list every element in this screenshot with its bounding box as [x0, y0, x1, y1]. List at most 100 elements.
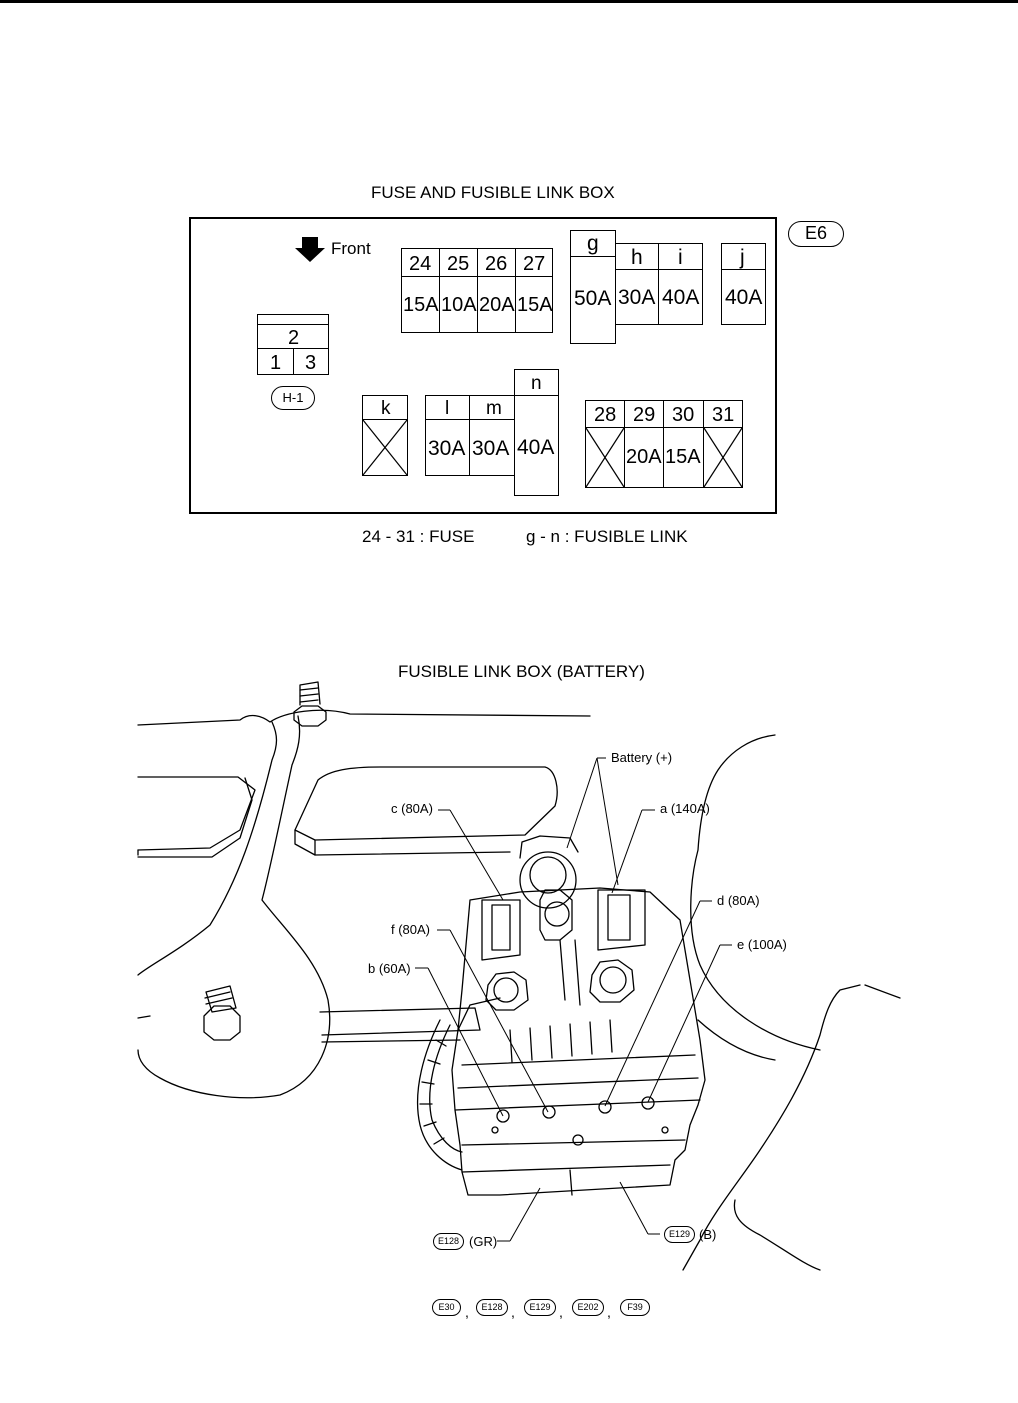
- fuse-29-amp: 20A: [626, 446, 662, 468]
- fuse-31-empty: [703, 427, 743, 488]
- connector-badge-e128-label: E128: [437, 1236, 460, 1246]
- fuse-26-amp: 20A: [479, 294, 515, 316]
- connector-badge-e129: E129: [664, 1226, 695, 1243]
- fuse-31-no: 31: [712, 404, 735, 426]
- fuse-30-rating: 15A: [663, 427, 704, 488]
- fuse-30-number: 30: [663, 400, 704, 428]
- front-label: Front: [331, 239, 371, 258]
- connector-list-e202: E202: [572, 1299, 604, 1316]
- fuse-26-number: 26: [477, 248, 516, 277]
- link-k-label: k: [381, 398, 391, 419]
- link-h-rating: 30A: [615, 269, 659, 325]
- callout-b-60a: b (60A): [368, 961, 411, 976]
- relay-badge-h1-label: H-1: [282, 390, 304, 405]
- fuse-25-rating: 10A: [439, 276, 478, 333]
- connector-badge-e6: E6: [788, 221, 844, 247]
- link-j-id: j: [721, 243, 766, 270]
- fuse-24-number: 24: [401, 248, 440, 277]
- fuse-box-title: FUSE AND FUSIBLE LINK BOX: [371, 183, 615, 202]
- relay-pin-2: 2: [288, 327, 300, 349]
- fuse-27-rating: 15A: [515, 276, 553, 333]
- connector-list-separator: ,: [465, 1304, 469, 1320]
- connector-badge-e6-label: E6: [804, 223, 828, 243]
- fuse-30-amp: 15A: [665, 446, 701, 468]
- fuse-28-empty: [585, 427, 625, 488]
- connector-list-f39: F39: [620, 1299, 650, 1316]
- connector-badge-e128: E128: [433, 1233, 464, 1250]
- link-k-id: k: [362, 395, 408, 420]
- connector-list-separator: ,: [607, 1304, 611, 1320]
- link-m-amp: 30A: [472, 437, 510, 460]
- fuse-29-no: 29: [633, 404, 656, 426]
- fuse-box-frame: [189, 217, 777, 514]
- relay-cell-3: 3: [293, 348, 329, 375]
- fuse-31-number: 31: [703, 400, 743, 428]
- fuse-24-no: 24: [409, 253, 432, 275]
- link-l-rating: 30A: [425, 419, 470, 476]
- connector-list-e202-label: E202: [577, 1302, 599, 1312]
- connector-list-separator: ,: [559, 1304, 563, 1320]
- connector-list-e30-label: E30: [438, 1302, 455, 1312]
- fuse-24-rating: 15A: [401, 276, 440, 333]
- legend-fuse: 24 - 31 : FUSE: [362, 527, 475, 546]
- fuse-26-rating: 20A: [477, 276, 516, 333]
- connector-list-e128: E128: [476, 1299, 508, 1316]
- fuse-27-no: 27: [523, 253, 546, 275]
- fuse-24-amp: 15A: [403, 294, 439, 316]
- link-m-rating: 30A: [469, 419, 515, 476]
- fuse-28-number: 28: [585, 400, 625, 428]
- link-l-label: l: [445, 398, 450, 419]
- link-i-rating: 40A: [658, 269, 703, 325]
- link-n-id: n: [514, 369, 559, 396]
- connector-list-e30: E30: [432, 1299, 461, 1316]
- link-g-id: g: [570, 230, 616, 257]
- fuse-25-number: 25: [439, 248, 478, 277]
- connector-badge-e129-label: E129: [668, 1229, 691, 1239]
- callout-d-80a: d (80A): [717, 893, 760, 908]
- link-i-label: i: [678, 246, 683, 269]
- link-i-id: i: [658, 243, 703, 270]
- legend-fusible-link: g - n : FUSIBLE LINK: [526, 527, 688, 546]
- callout-f-80a: f (80A): [391, 922, 431, 937]
- fuse-29-rating: 20A: [624, 427, 664, 488]
- link-k-empty: [362, 419, 408, 476]
- link-m-label: m: [486, 398, 502, 419]
- connector-e128-color: (GR): [469, 1234, 498, 1249]
- link-g-amp: 50A: [574, 287, 612, 310]
- link-n-rating: 40A: [514, 395, 559, 496]
- link-n-label: n: [531, 373, 542, 394]
- callout-c-80a: c (80A): [391, 801, 433, 816]
- connector-list-e129-label: E129: [529, 1302, 551, 1312]
- link-g-label: g: [587, 232, 599, 255]
- battery-link-box-title: FUSIBLE LINK BOX (BATTERY): [398, 662, 645, 681]
- link-h-label: h: [631, 246, 643, 269]
- fuse-28-no: 28: [594, 404, 617, 426]
- link-i-amp: 40A: [662, 286, 700, 309]
- connector-list-e128-label: E128: [481, 1302, 503, 1312]
- link-g-rating: 50A: [570, 256, 616, 344]
- link-l-amp: 30A: [428, 437, 466, 460]
- fuse-25-no: 25: [447, 253, 470, 275]
- link-j-amp: 40A: [725, 286, 763, 309]
- callout-a-140a: a (140A): [660, 801, 710, 816]
- callout-e-100a: e (100A): [737, 937, 787, 952]
- relay-badge-h1: H-1: [271, 386, 315, 410]
- page-top-rule: [0, 0, 1018, 3]
- relay-pin-1: 1: [270, 352, 282, 374]
- connector-list-separator: ,: [511, 1304, 515, 1320]
- link-h-amp: 30A: [618, 286, 656, 309]
- fuse-26-no: 26: [485, 253, 508, 275]
- connector-list-e129: E129: [524, 1299, 556, 1316]
- link-h-id: h: [615, 243, 659, 270]
- callout-battery-positive: Battery (+): [611, 750, 673, 765]
- fuse-30-no: 30: [672, 404, 695, 426]
- relay-cell-2: 2: [257, 324, 329, 349]
- link-m-id: m: [469, 395, 515, 420]
- link-l-id: l: [425, 395, 470, 420]
- fuse-25-amp: 10A: [441, 294, 477, 316]
- fuse-27-number: 27: [515, 248, 553, 277]
- link-j-rating: 40A: [721, 269, 766, 325]
